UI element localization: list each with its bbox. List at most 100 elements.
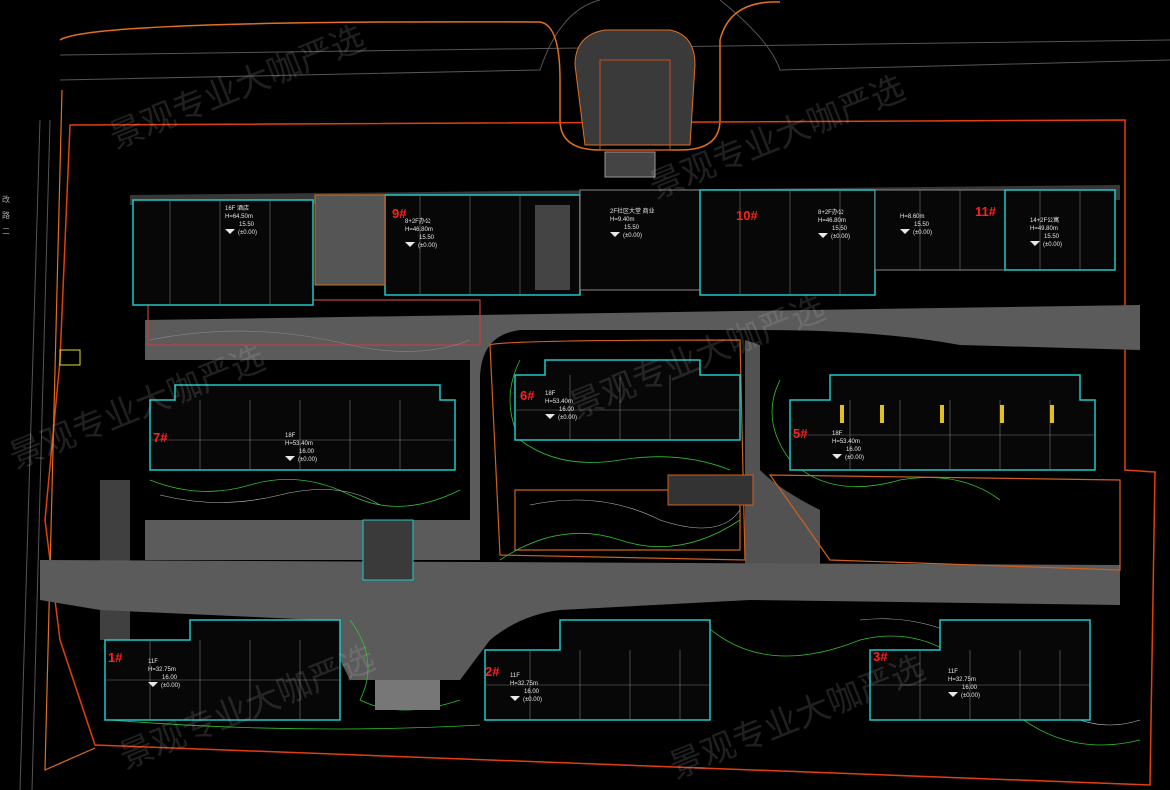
height: H=8.60m xyxy=(900,214,925,220)
level: 16.00 xyxy=(524,689,540,695)
elevation-marker-icon xyxy=(900,229,910,234)
elevation-marker-icon xyxy=(1030,241,1040,246)
datum: (±0.00) xyxy=(623,233,642,239)
height: H=9.40m xyxy=(610,217,635,223)
side-note: 改路二 xyxy=(2,192,10,240)
elevation-marker-icon xyxy=(405,242,415,247)
datum: (±0.00) xyxy=(913,230,932,236)
building-info-11: 14+2F公寓 H=49.80m 15.50 (±0.00) xyxy=(1030,217,1062,249)
height: H=53.40m xyxy=(545,399,573,405)
building-number-7: 7# xyxy=(153,430,168,445)
building-number-6: 6# xyxy=(520,388,535,403)
building-info-2: 11F H=32.75m 16.00 (±0.00) xyxy=(510,672,542,704)
road-curb-orange xyxy=(59,1,781,151)
height: H=46.80m xyxy=(405,227,433,233)
floors: 8+2F办公 xyxy=(818,210,844,216)
level: 15.50 xyxy=(419,235,435,241)
building-info-1: 11F H=32.75m 16.00 (±0.00) xyxy=(148,658,180,690)
building-info-7: 18F H=53.40m 16.00 (±0.00) xyxy=(285,432,317,464)
elevation-marker-icon xyxy=(832,454,842,459)
north-commercial-block xyxy=(132,189,1116,306)
building-info-6: 18F H=53.40m 16.00 (±0.00) xyxy=(545,390,577,422)
building-info-3: 11F H=32.75m 16.00 (±0.00) xyxy=(948,668,980,700)
datum: (±0.00) xyxy=(831,234,850,240)
height: H=53.40m xyxy=(285,441,313,447)
level: 16.00 xyxy=(559,407,575,413)
site-boundary xyxy=(44,119,1156,786)
datum: (±0.00) xyxy=(558,415,577,421)
building-info-middle: H=8.60m 15.50 (±0.00) xyxy=(900,213,932,237)
datum: (±0.00) xyxy=(845,455,864,461)
elevation-marker-icon xyxy=(285,456,295,461)
guard-house xyxy=(59,349,81,366)
building-number-9: 9# xyxy=(392,206,407,221)
north-entrance-plaza xyxy=(574,29,696,178)
building-info-hotel: 16F 酒店 H=64.50m 15.50 (±0.00) xyxy=(225,205,257,237)
building-info-clubhouse: 2F社区大堂 商业 H=9.40m 15.50 (±0.00) xyxy=(610,208,655,240)
datum: (±0.00) xyxy=(523,697,542,703)
elevation-marker-icon xyxy=(510,696,520,701)
floors: 8+2F办公 xyxy=(405,219,431,225)
floors: 18F xyxy=(285,433,296,439)
residential-blocks xyxy=(104,359,1096,721)
building-number-5: 5# xyxy=(793,426,808,441)
building-number-2: 2# xyxy=(485,664,500,679)
south-entrance-steps xyxy=(375,680,440,710)
building-info-9: 8+2F办公 H=46.80m 15.50 (±0.00) xyxy=(405,218,437,250)
level: 16.00 xyxy=(299,449,315,455)
side-note-char: 路 xyxy=(2,211,10,220)
floors: 2F社区大堂 商业 xyxy=(610,209,655,215)
elevation-marker-icon xyxy=(545,414,555,419)
height: H=49.80m xyxy=(1030,226,1058,232)
building-info-10: 8+2F办公 H=46.80m 15.50 (±0.00) xyxy=(818,209,850,241)
elevation-marker-icon xyxy=(148,682,158,687)
floors: 18F xyxy=(832,431,843,437)
floors: 18F xyxy=(545,391,556,397)
height: H=32.75m xyxy=(510,681,538,687)
datum: (±0.00) xyxy=(418,243,437,249)
building-number-1: 1# xyxy=(108,650,123,665)
level: 15.50 xyxy=(832,226,848,232)
level: 15.50 xyxy=(914,222,930,228)
datum: (±0.00) xyxy=(238,230,257,236)
elevation-marker-icon xyxy=(225,229,235,234)
datum: (±0.00) xyxy=(298,457,317,463)
building-number-11: 11# xyxy=(975,204,996,219)
height: H=32.75m xyxy=(148,667,176,673)
yellow-balconies xyxy=(840,405,1054,423)
paving-edges xyxy=(147,299,1121,571)
level: 16.00 xyxy=(162,675,178,681)
west-edge xyxy=(44,89,96,771)
floors: 11F xyxy=(948,669,958,675)
level: 15.50 xyxy=(239,222,255,228)
height: H=53.40m xyxy=(832,439,860,445)
unit-floor-plan-lines xyxy=(105,190,1095,720)
building-number-3: 3# xyxy=(873,649,888,664)
height: H=64.50m xyxy=(225,214,253,220)
side-note-char: 二 xyxy=(2,227,10,236)
datum: (±0.00) xyxy=(1043,242,1062,248)
landscape-outlines xyxy=(149,330,1141,726)
floors: 11F xyxy=(510,673,520,679)
elevation-marker-icon xyxy=(610,232,620,237)
building-info-5: 18F H=53.40m 16.00 (±0.00) xyxy=(832,430,864,462)
landscape-paths xyxy=(109,359,1141,746)
elevation-marker-icon xyxy=(948,692,958,697)
level: 15.50 xyxy=(1044,234,1060,240)
level: 16.00 xyxy=(846,447,862,453)
floors: 11F xyxy=(148,659,158,665)
level: 15.50 xyxy=(624,225,640,231)
height: H=32.75m xyxy=(948,677,976,683)
side-note-char: 改 xyxy=(2,195,10,204)
level: 16.00 xyxy=(962,685,978,691)
building-number-10: 10# xyxy=(736,208,758,223)
central-plaza xyxy=(362,519,414,581)
height: H=46.80m xyxy=(818,218,846,224)
floors: 16F 酒店 xyxy=(225,206,250,212)
floors: 14+2F公寓 xyxy=(1030,218,1060,224)
pavilion xyxy=(667,474,754,506)
datum: (±0.00) xyxy=(161,683,180,689)
datum: (±0.00) xyxy=(961,693,980,699)
